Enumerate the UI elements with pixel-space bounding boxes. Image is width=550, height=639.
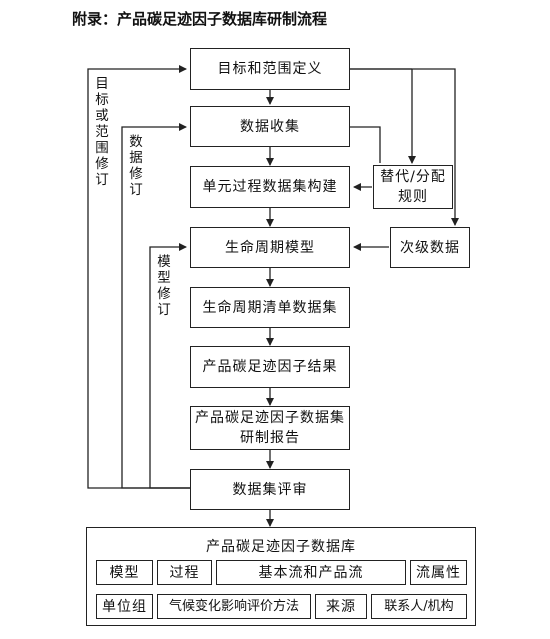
step-lci-dataset: 生命周期清单数据集 xyxy=(190,287,350,328)
db-field-model-label: 模型 xyxy=(109,564,140,581)
db-field-lcia-method-label: 气候变化影响评价方法 xyxy=(168,598,299,614)
loop-label-goal-scope: 目标或范围修订 xyxy=(95,76,109,188)
step-lci-dataset-label: 生命周期清单数据集 xyxy=(202,299,338,316)
step-cf-result-label: 产品碳足迹因子结果 xyxy=(202,359,338,375)
db-field-flows-label: 基本流和产品流 xyxy=(258,564,364,581)
db-field-lcia-method: 气候变化影响评价方法 xyxy=(157,594,311,619)
db-field-flow-property: 流属性 xyxy=(410,560,467,585)
db-field-source: 来源 xyxy=(315,594,367,619)
step-goal-scope-label: 目标和范围定义 xyxy=(217,61,323,77)
step-data-collection-label: 数据收集 xyxy=(240,118,300,135)
loop-label-model: 模型修订 xyxy=(157,254,171,318)
substitute-rules-box: 替代/分配 规则 xyxy=(373,165,453,209)
page-title: 附录：产品碳足迹因子数据库研制流程 xyxy=(72,10,328,28)
step-lca-model: 生命周期模型 xyxy=(190,227,350,268)
secondary-data-box: 次级数据 xyxy=(390,227,470,268)
db-field-contact: 联系人/机构 xyxy=(371,594,467,619)
db-field-model: 模型 xyxy=(96,560,153,585)
substitute-rules-label: 替代/分配 规则 xyxy=(380,169,446,205)
db-field-unit-group: 单位组 xyxy=(96,594,153,619)
db-field-process: 过程 xyxy=(157,560,212,585)
db-field-unit-group-label: 单位组 xyxy=(102,598,147,615)
step-lca-model-label: 生命周期模型 xyxy=(225,239,315,256)
step-report-label: 产品碳足迹因子数据集 研制报告 xyxy=(195,410,345,446)
step-data-collection: 数据收集 xyxy=(190,106,350,147)
database-title: 产品碳足迹因子数据库 xyxy=(206,539,356,555)
step-cf-result: 产品碳足迹因子结果 xyxy=(190,346,350,388)
step-unit-process-label: 单元过程数据集构建 xyxy=(202,179,338,195)
step-unit-process: 单元过程数据集构建 xyxy=(190,166,350,208)
database-container: 产品碳足迹因子数据库 模型 过程 基本流和产品流 流属性 单位组 气候变化影响评… xyxy=(86,527,476,626)
step-report: 产品碳足迹因子数据集 研制报告 xyxy=(190,406,350,450)
db-field-contact-label: 联系人/机构 xyxy=(384,598,454,614)
step-goal-scope: 目标和范围定义 xyxy=(190,48,350,90)
db-field-process-label: 过程 xyxy=(169,564,200,581)
loop-label-data: 数据修订 xyxy=(129,134,143,198)
db-field-source-label: 来源 xyxy=(326,598,356,615)
step-review: 数据集评审 xyxy=(190,469,350,510)
db-field-flows: 基本流和产品流 xyxy=(216,560,406,585)
step-review-label: 数据集评审 xyxy=(232,481,308,498)
db-field-flow-property-label: 流属性 xyxy=(416,564,461,581)
secondary-data-label: 次级数据 xyxy=(400,239,460,256)
